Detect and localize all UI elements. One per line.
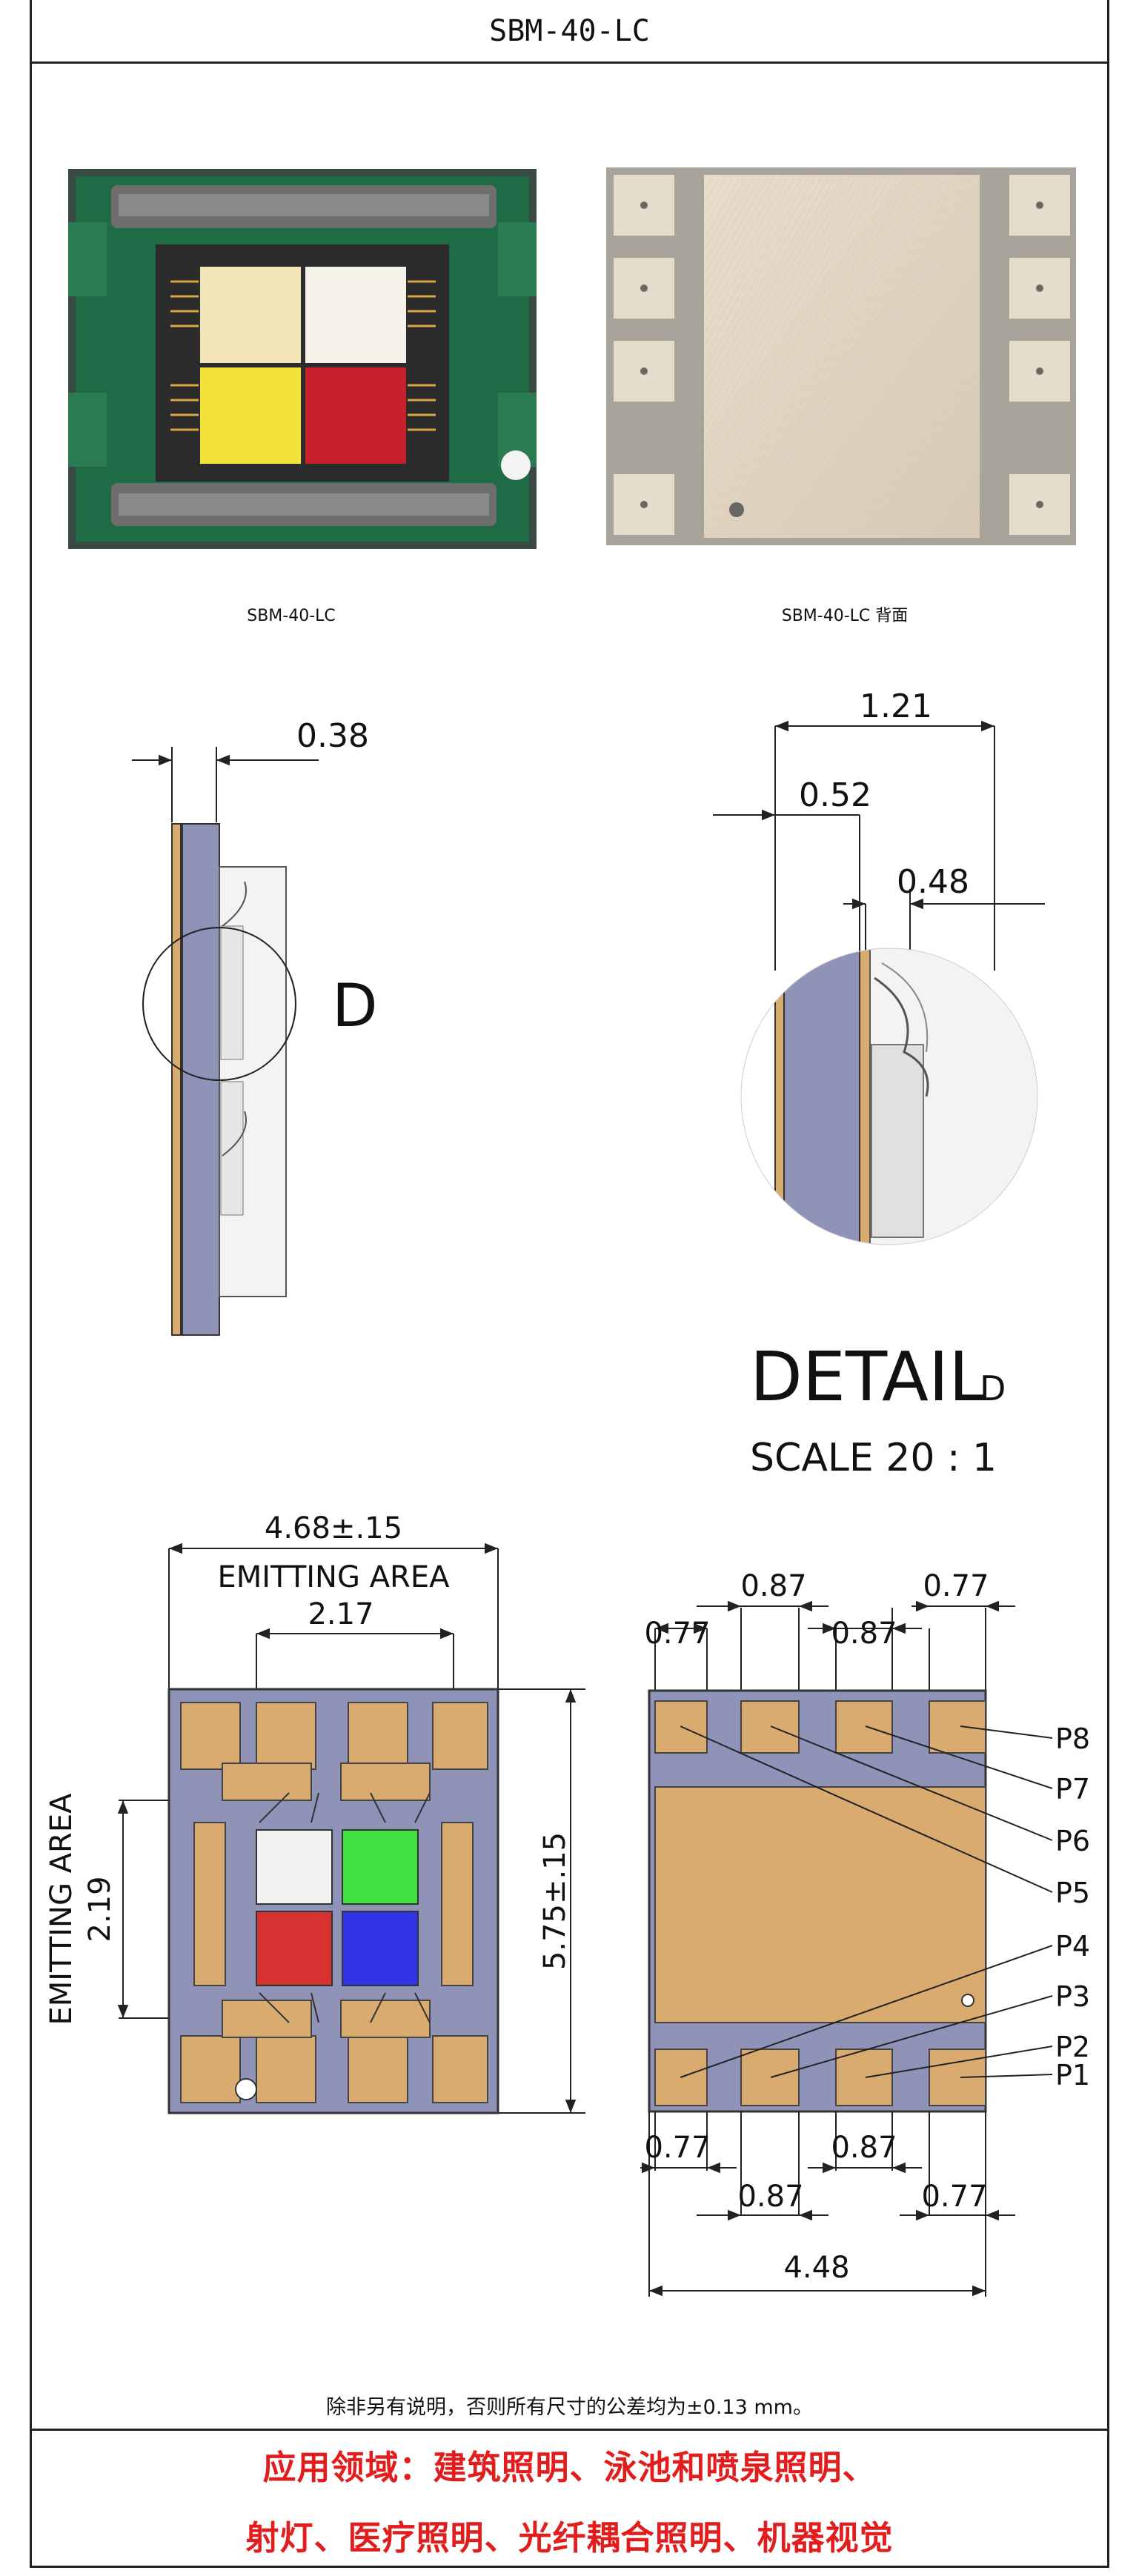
applications-line-2: 射灯、医疗照明、光纤耦合照明、机器视觉 — [245, 2517, 894, 2557]
detail-right-dim: 0.48 — [897, 863, 969, 901]
back-photo — [606, 167, 1076, 545]
bottom-pitch-a-dim: 0.87 — [831, 2131, 897, 2165]
detail-total-dim: 1.21 — [860, 688, 932, 725]
pin-label-p1: P1 — [1055, 2059, 1090, 2091]
top-height-dim: 5.75±.15 — [538, 1832, 572, 1970]
top-chip-white — [256, 1829, 333, 1905]
detail-title-sub: D — [980, 1368, 1006, 1408]
emitting-area-label: EMITTING AREA — [218, 1560, 451, 1594]
top-width-dim: 4.68±.15 — [265, 1511, 402, 1545]
white-chip-photo — [200, 267, 301, 363]
emitting-height-dim: 2.19 — [83, 1876, 117, 1942]
emitting-area-label-vertical: EMITTING AREA — [44, 1793, 79, 2026]
top-chip-red — [256, 1911, 333, 1986]
applications-section: 应用领域：建筑照明、泳池和喷泉照明、 射灯、医疗照明、光纤耦合照明、机器视觉 — [30, 2429, 1109, 2568]
green-chip-photo — [305, 267, 406, 363]
bottom-top-pitch-b: 0.87 — [831, 1617, 897, 1651]
pin-label-p4: P4 — [1055, 1930, 1090, 1963]
detail-callout: D — [332, 971, 378, 1040]
top-chip-blue — [342, 1911, 419, 1986]
pin-label-p8: P8 — [1055, 1723, 1090, 1755]
top-view: 4.68±.15 EMITTING AREA 2.17 EMITTING ARE… — [44, 1511, 585, 2114]
bottom-top-edge-right: 0.77 — [923, 1569, 989, 1603]
detail-left-dim: 0.52 — [799, 776, 871, 814]
yellow-chip-photo — [200, 367, 301, 464]
pin-label-p2: P2 — [1055, 2031, 1090, 2063]
pin-label-p6: P6 — [1055, 1825, 1090, 1857]
title-bar: SBM-40-LC — [30, 0, 1109, 64]
bottom-pitch-b-dim: 0.87 — [737, 2180, 803, 2214]
bottom-edge-left-dim: 0.77 — [644, 2131, 710, 2165]
side-view: 0.38 D — [132, 717, 378, 1336]
detail-view: 1.21 0.52 0.48 DETAIL D SCALE 20 : 1 — [713, 688, 1045, 1480]
front-photo — [68, 169, 537, 549]
detail-title: DETAIL — [750, 1337, 986, 1417]
bottom-top-edge-left: 0.77 — [644, 1617, 710, 1651]
pin-label-p7: P7 — [1055, 1773, 1090, 1805]
side-thickness-dim: 0.38 — [296, 717, 369, 755]
top-chip-green — [342, 1829, 419, 1905]
pin-label-p5: P5 — [1055, 1877, 1090, 1909]
product-title: SBM-40-LC — [489, 13, 650, 48]
bottom-width-dim: 4.48 — [783, 2251, 849, 2285]
bottom-view: 0.87 0.77 0.77 0.87 — [640, 1569, 1090, 2297]
tolerance-note: 除非另有说明，否则所有尺寸的公差均为±0.13 mm。 — [326, 2395, 813, 2419]
detail-scale: SCALE 20 : 1 — [750, 1436, 997, 1480]
applications-line-1: 应用领域：建筑照明、泳池和喷泉照明、 — [262, 2447, 877, 2487]
page-frame — [30, 0, 1109, 2568]
bottom-top-pitch-a: 0.87 — [740, 1569, 806, 1603]
red-chip-photo — [305, 367, 406, 464]
back-photo-caption: SBM-40-LC 背面 — [782, 607, 909, 625]
front-photo-caption: SBM-40-LC — [247, 607, 336, 625]
pin-label-p3: P3 — [1055, 1980, 1090, 2013]
emitting-width-dim: 2.17 — [308, 1597, 373, 1631]
bottom-edge-right-dim: 0.77 — [921, 2180, 987, 2214]
